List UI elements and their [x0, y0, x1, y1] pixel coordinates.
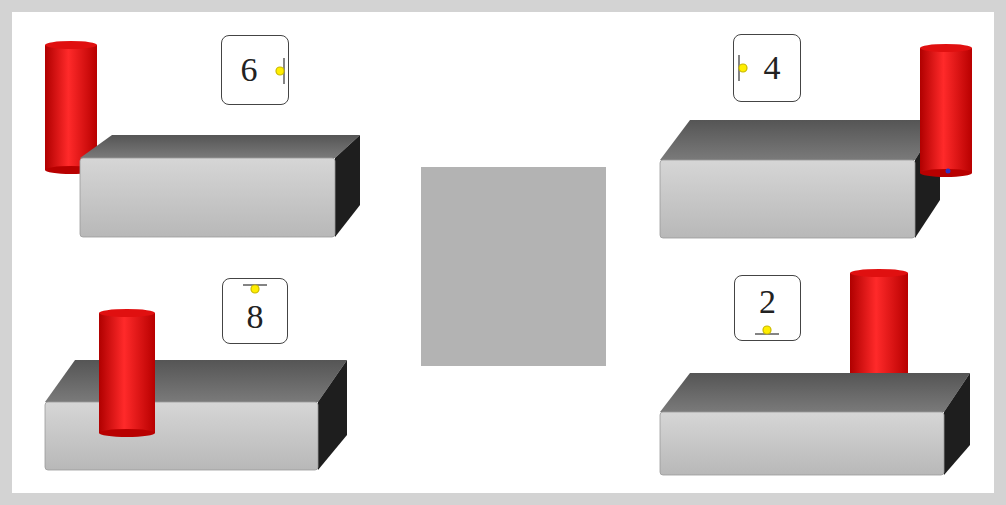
callout-number: 8 [247, 300, 264, 334]
cylinder [99, 309, 155, 437]
block [660, 373, 970, 475]
block [660, 120, 940, 238]
label-box: 4 [733, 34, 801, 102]
contact-symbol [243, 285, 267, 293]
contact-symbol [739, 55, 747, 81]
callout-number: 6 [241, 53, 258, 87]
grey-panel [421, 167, 606, 366]
cylinder [850, 269, 908, 378]
callout-number: 4 [764, 51, 781, 85]
block [45, 360, 347, 470]
contact-symbol [755, 326, 779, 334]
label-box: 8 [222, 278, 288, 344]
label-box: 6 [221, 35, 289, 105]
label-box: 2 [734, 275, 801, 341]
cylinder [920, 44, 972, 177]
callout-number: 2 [759, 285, 776, 319]
contact-symbol [276, 58, 284, 84]
block [80, 135, 360, 237]
